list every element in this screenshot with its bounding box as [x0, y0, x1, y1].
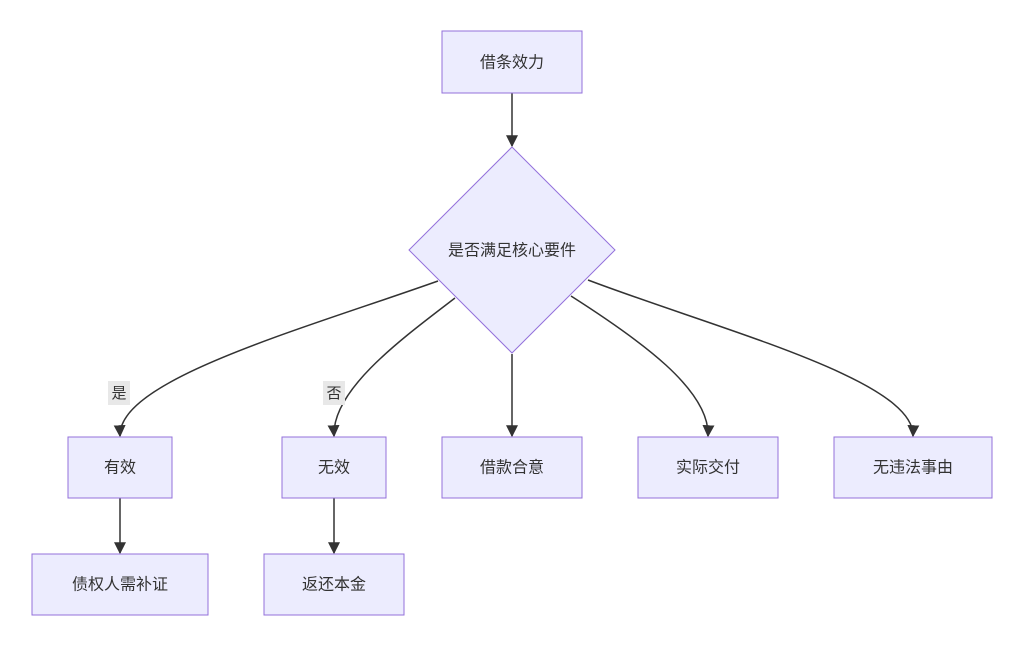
- edge-label-yes-text: 是: [111, 384, 126, 402]
- node-root-label: 借条效力: [480, 53, 544, 72]
- node-decision-label: 是否满足核心要件: [448, 241, 576, 260]
- node-delivery-label: 实际交付: [676, 458, 740, 477]
- node-agreement: 借款合意: [441, 436, 583, 499]
- node-creditor-proof-label: 债权人需补证: [72, 575, 168, 594]
- edge-decision-to-delivery: [570, 295, 715, 438]
- node-valid-label: 有效: [104, 458, 136, 477]
- node-invalid-label: 无效: [318, 458, 350, 477]
- edge-decision-to-invalid: [327, 297, 456, 438]
- node-return-principal-label: 返还本金: [302, 575, 366, 594]
- node-invalid: 无效: [281, 436, 387, 499]
- node-valid: 有效: [67, 436, 173, 499]
- node-delivery: 实际交付: [637, 436, 779, 499]
- node-return-principal: 返还本金: [263, 553, 405, 616]
- node-creditor-proof: 债权人需补证: [31, 553, 209, 616]
- node-no-illegal: 无违法事由: [833, 436, 993, 499]
- edge-decision-to-valid: [113, 280, 439, 438]
- edge-label-no-text: 否: [326, 384, 341, 402]
- node-no-illegal-label: 无违法事由: [873, 458, 953, 477]
- node-decision: 是否满足核心要件: [408, 146, 616, 354]
- node-root: 借条效力: [441, 30, 583, 94]
- edge-label-no: 否: [323, 381, 345, 405]
- node-agreement-label: 借款合意: [480, 458, 544, 477]
- edge-decision-to-no-illegal: [587, 279, 920, 438]
- edge-label-yes: 是: [108, 381, 130, 405]
